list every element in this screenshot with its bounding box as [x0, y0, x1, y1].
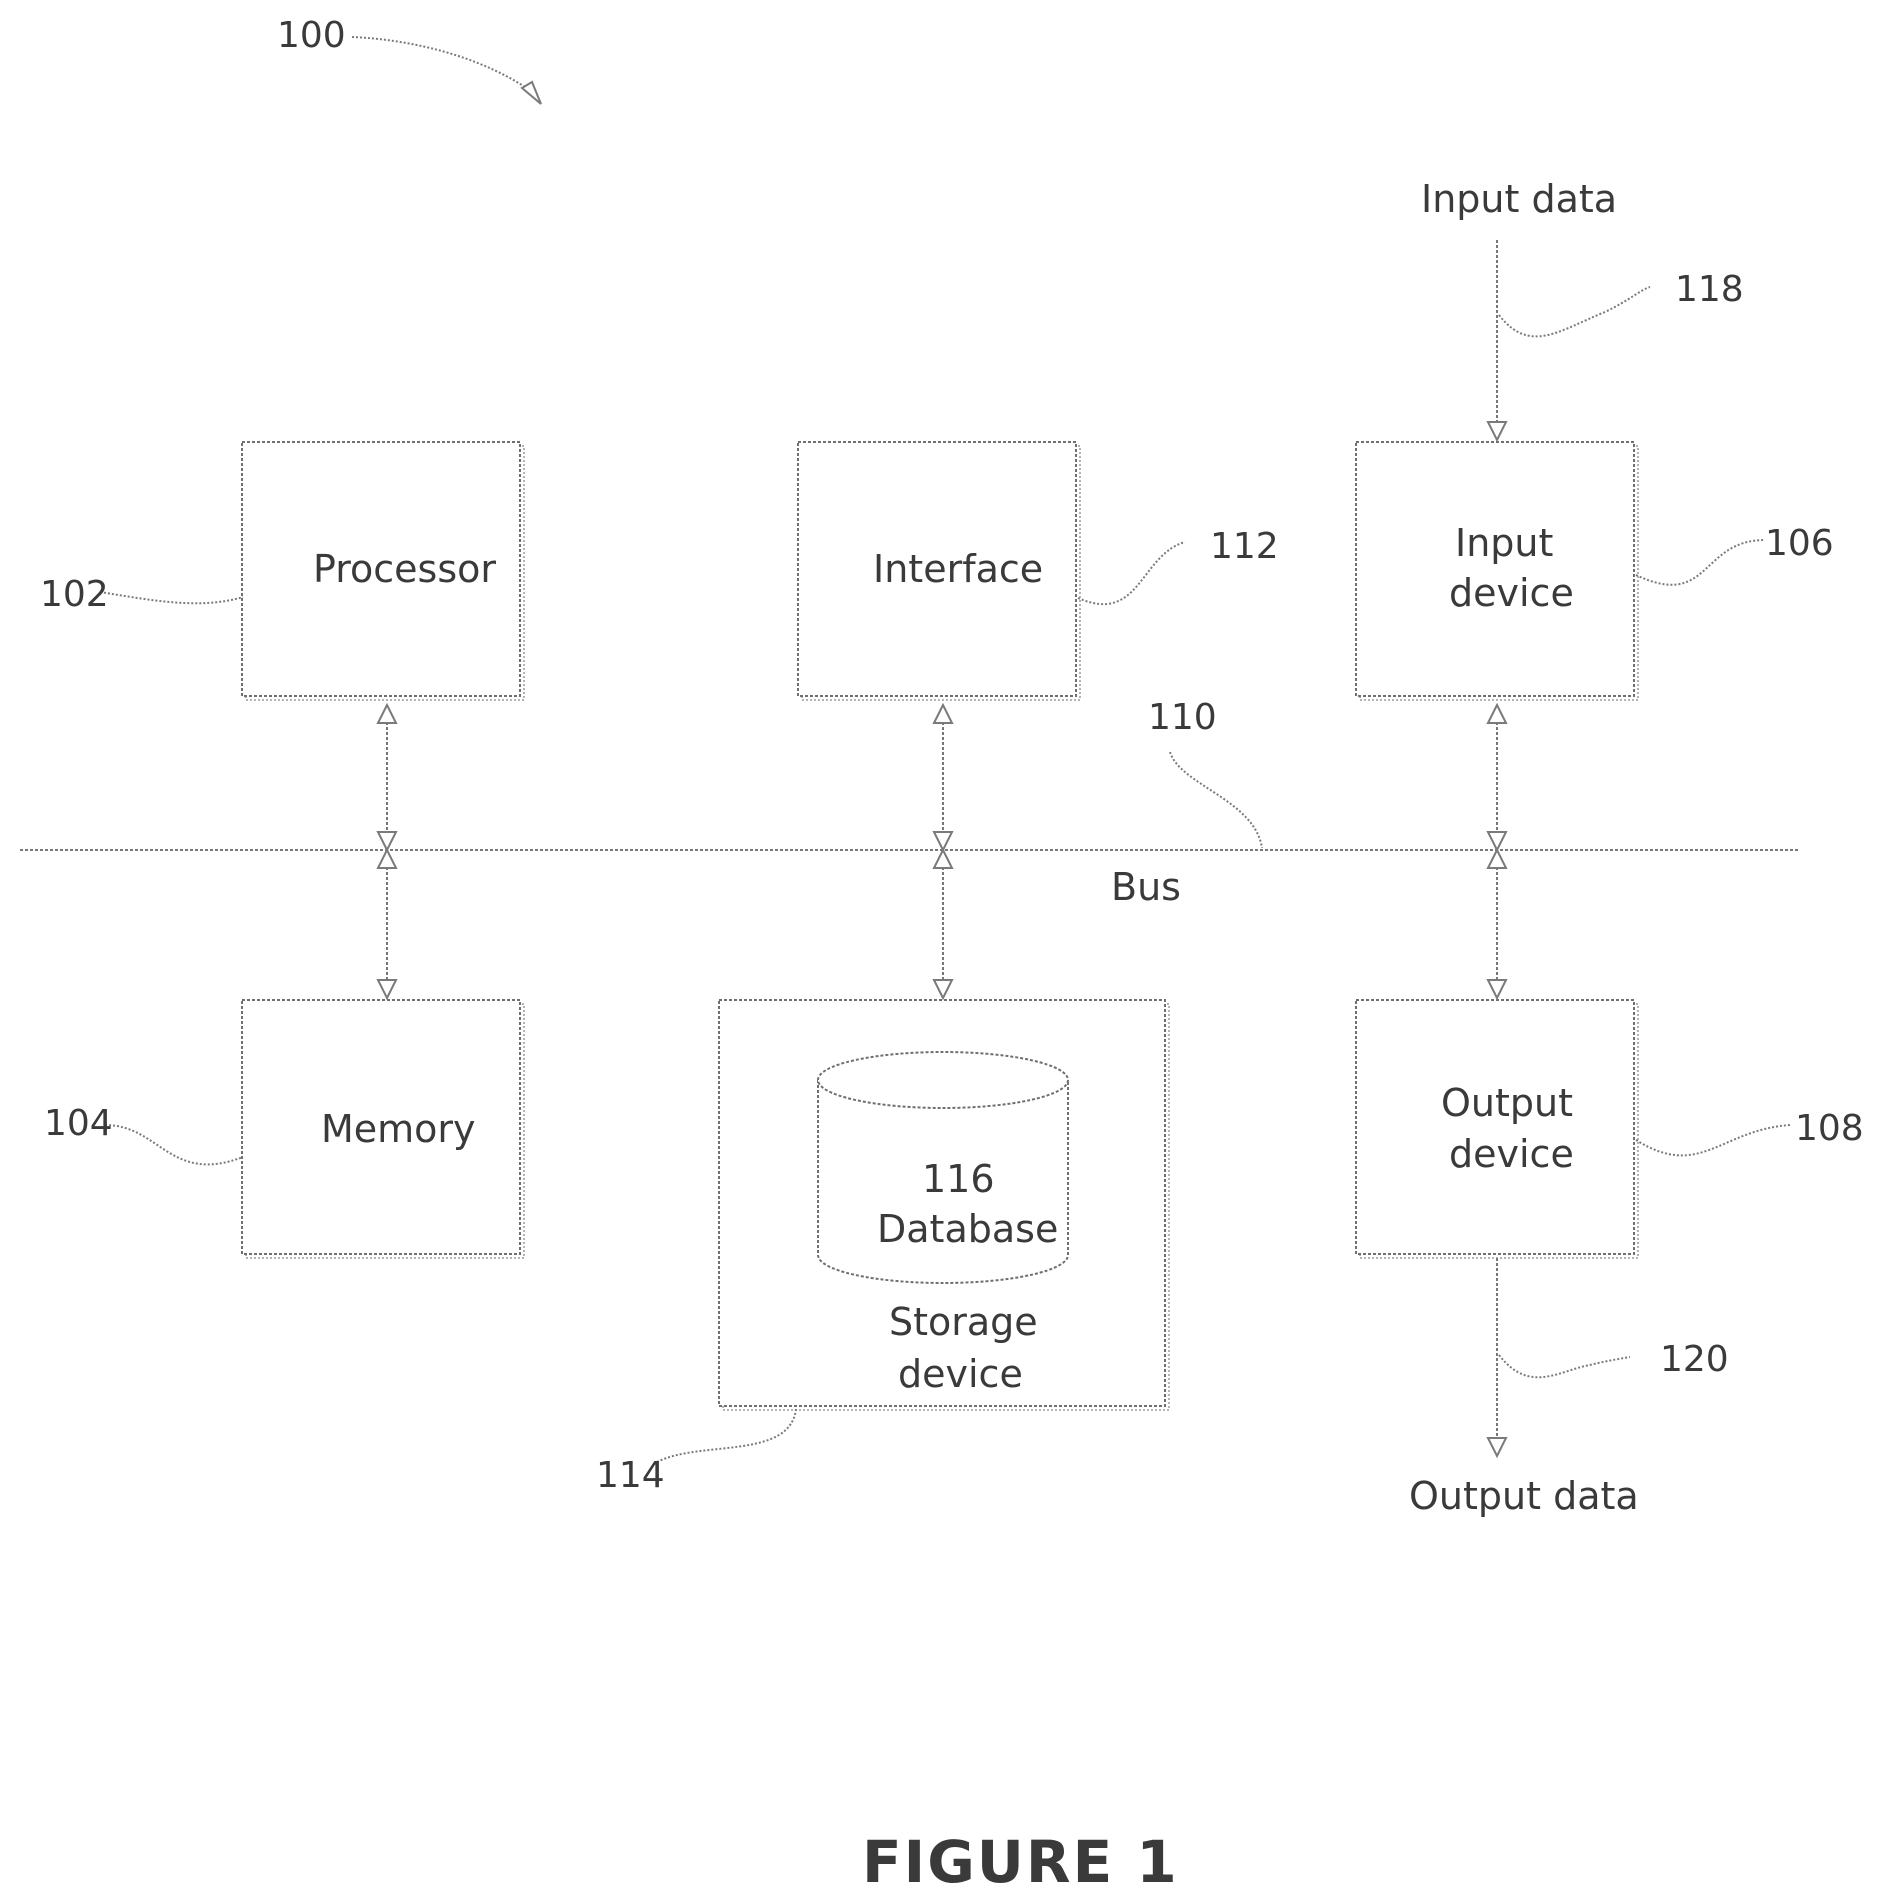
memory-block: Memory — [242, 1000, 524, 1258]
interface-ref-label: 112 — [1210, 526, 1279, 567]
storage-down-arrow-icon — [934, 980, 952, 998]
io-bus-up-arrow-icon — [1488, 850, 1506, 868]
output-data-ref-label: 120 — [1660, 1339, 1729, 1380]
input-device-block: Input device — [1356, 442, 1638, 700]
figure-ref-arrowhead-icon — [522, 82, 541, 104]
input-device-ref-label: 106 — [1765, 523, 1834, 564]
interface-bus-up-arrow-icon — [934, 850, 952, 868]
memory-ref-label: 104 — [44, 1103, 113, 1144]
processor-bus-up-arrow-icon — [378, 850, 396, 868]
input-device-label-line1: Input — [1455, 521, 1553, 565]
processor-label: Processor — [313, 547, 496, 591]
processor-leader-line — [100, 592, 243, 603]
output-data-label: Output data — [1409, 1474, 1639, 1518]
bus-ref-label: 110 — [1148, 697, 1217, 738]
storage-device-label-line2: device — [898, 1352, 1023, 1396]
bus-label: Bus — [1111, 865, 1181, 909]
interface-leader-line — [1078, 542, 1185, 604]
output-data-leader-line — [1499, 1355, 1630, 1377]
processor-bus-down-arrow-icon — [378, 832, 396, 850]
processor-block: Processor — [242, 442, 524, 700]
figure-ref-label: 100 — [277, 15, 346, 56]
database-label: Database — [877, 1207, 1058, 1251]
database-cylinder-icon: 116 Database — [818, 1052, 1068, 1283]
bus-leader-line — [1170, 752, 1262, 848]
input-device-label-line2: device — [1449, 571, 1574, 615]
input-data-arrow-icon — [1488, 422, 1506, 440]
output-device-label-line2: device — [1449, 1132, 1574, 1176]
figure-caption: FIGURE 1 — [862, 1828, 1179, 1896]
figure-ref-arrow — [352, 37, 538, 96]
input-data-leader-line — [1499, 287, 1650, 336]
processor-ref-label: 102 — [40, 574, 109, 615]
memory-label: Memory — [321, 1107, 476, 1151]
input-device-leader-line — [1636, 540, 1765, 585]
storage-device-leader-line — [657, 1409, 796, 1462]
input-device-up-arrow-icon — [1488, 705, 1506, 723]
output-device-label-line1: Output — [1441, 1081, 1573, 1125]
interface-bus-down-arrow-icon — [934, 832, 952, 850]
output-device-ref-label: 108 — [1795, 1108, 1864, 1149]
input-data-label: Input data — [1421, 177, 1617, 221]
memory-leader-line — [105, 1125, 243, 1164]
io-bus-down-arrow-icon — [1488, 832, 1506, 850]
interface-block: Interface — [798, 442, 1080, 700]
processor-up-arrow-icon — [378, 705, 396, 723]
database-ref-label: 116 — [922, 1157, 995, 1201]
memory-down-arrow-icon — [378, 980, 396, 998]
interface-label: Interface — [873, 547, 1043, 591]
input-data-ref-label: 118 — [1675, 269, 1744, 310]
interface-up-arrow-icon — [934, 705, 952, 723]
output-data-arrow-icon — [1488, 1438, 1506, 1456]
output-device-block: Output device — [1356, 1000, 1638, 1258]
output-device-leader-line — [1636, 1125, 1790, 1155]
storage-device-label-line1: Storage — [889, 1300, 1038, 1344]
output-device-down-arrow-icon — [1488, 980, 1506, 998]
storage-device-ref-label: 114 — [596, 1455, 665, 1496]
